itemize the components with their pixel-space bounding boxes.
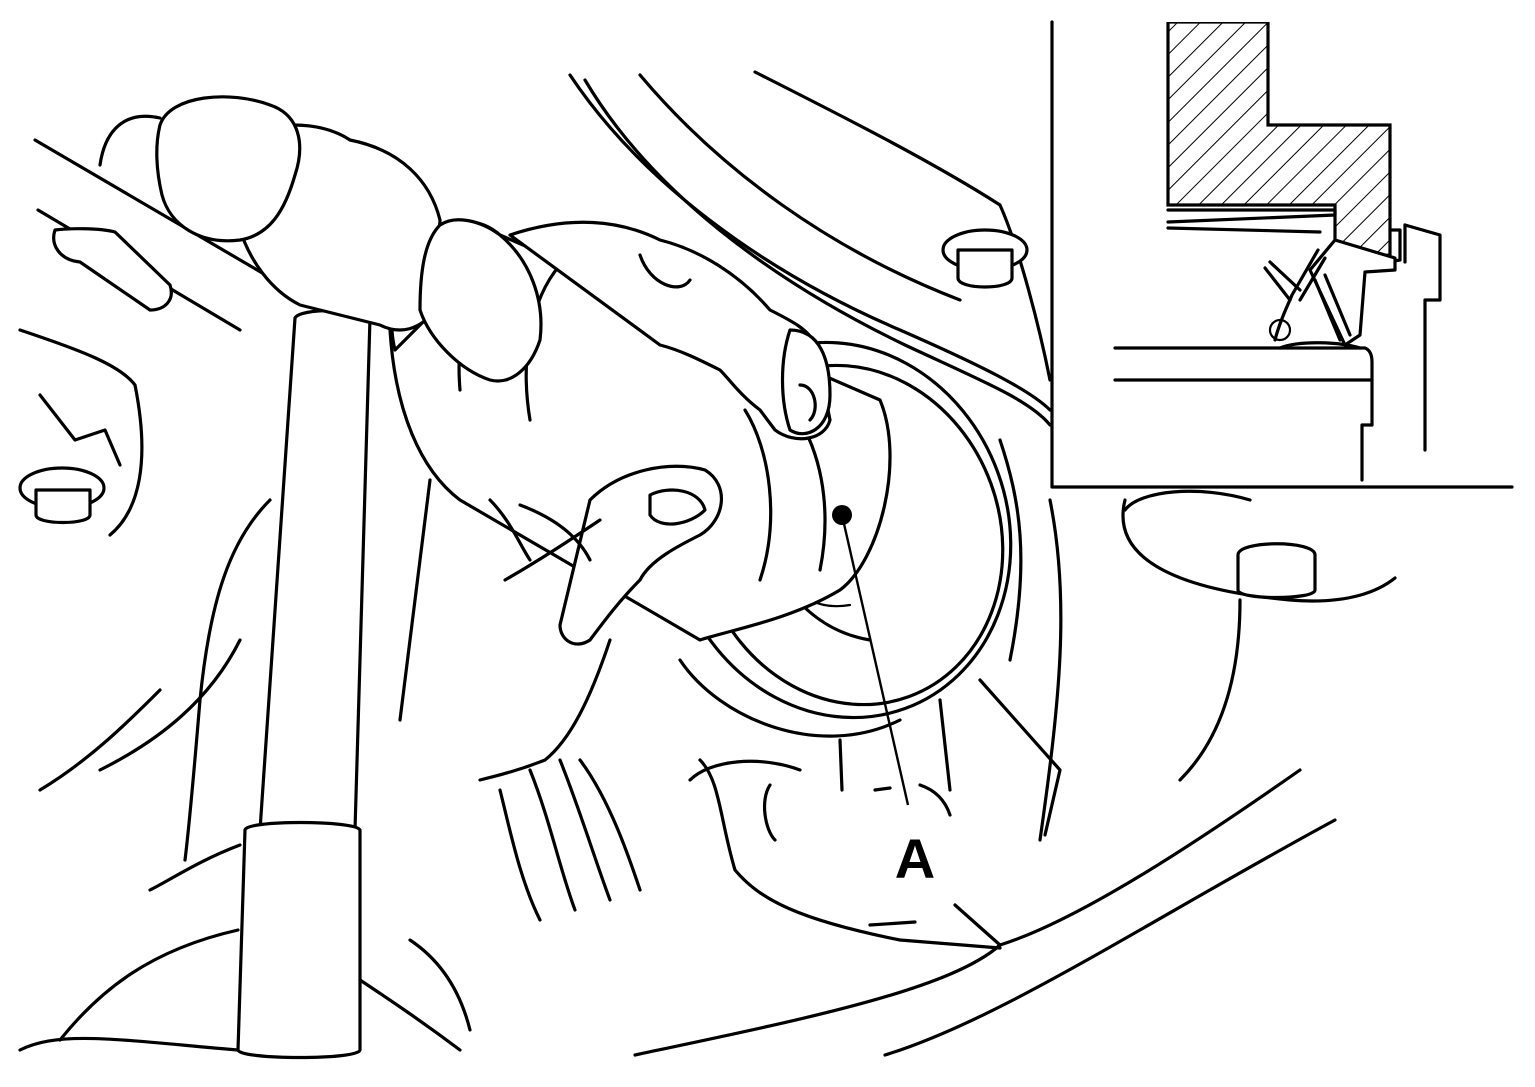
bolt-upper [941, 228, 1029, 289]
callout-leader-line [840, 514, 910, 806]
bracket-left [52, 227, 173, 312]
technician-hand [398, 220, 832, 922]
bolt-right [1236, 542, 1317, 600]
hammer [18, 95, 543, 1060]
callout-a: A [832, 505, 935, 890]
cross-section-inset [1050, 20, 1514, 489]
callout-label-a: A [895, 827, 935, 890]
engine-housing [18, 70, 1397, 1057]
bolt-left [18, 466, 106, 525]
